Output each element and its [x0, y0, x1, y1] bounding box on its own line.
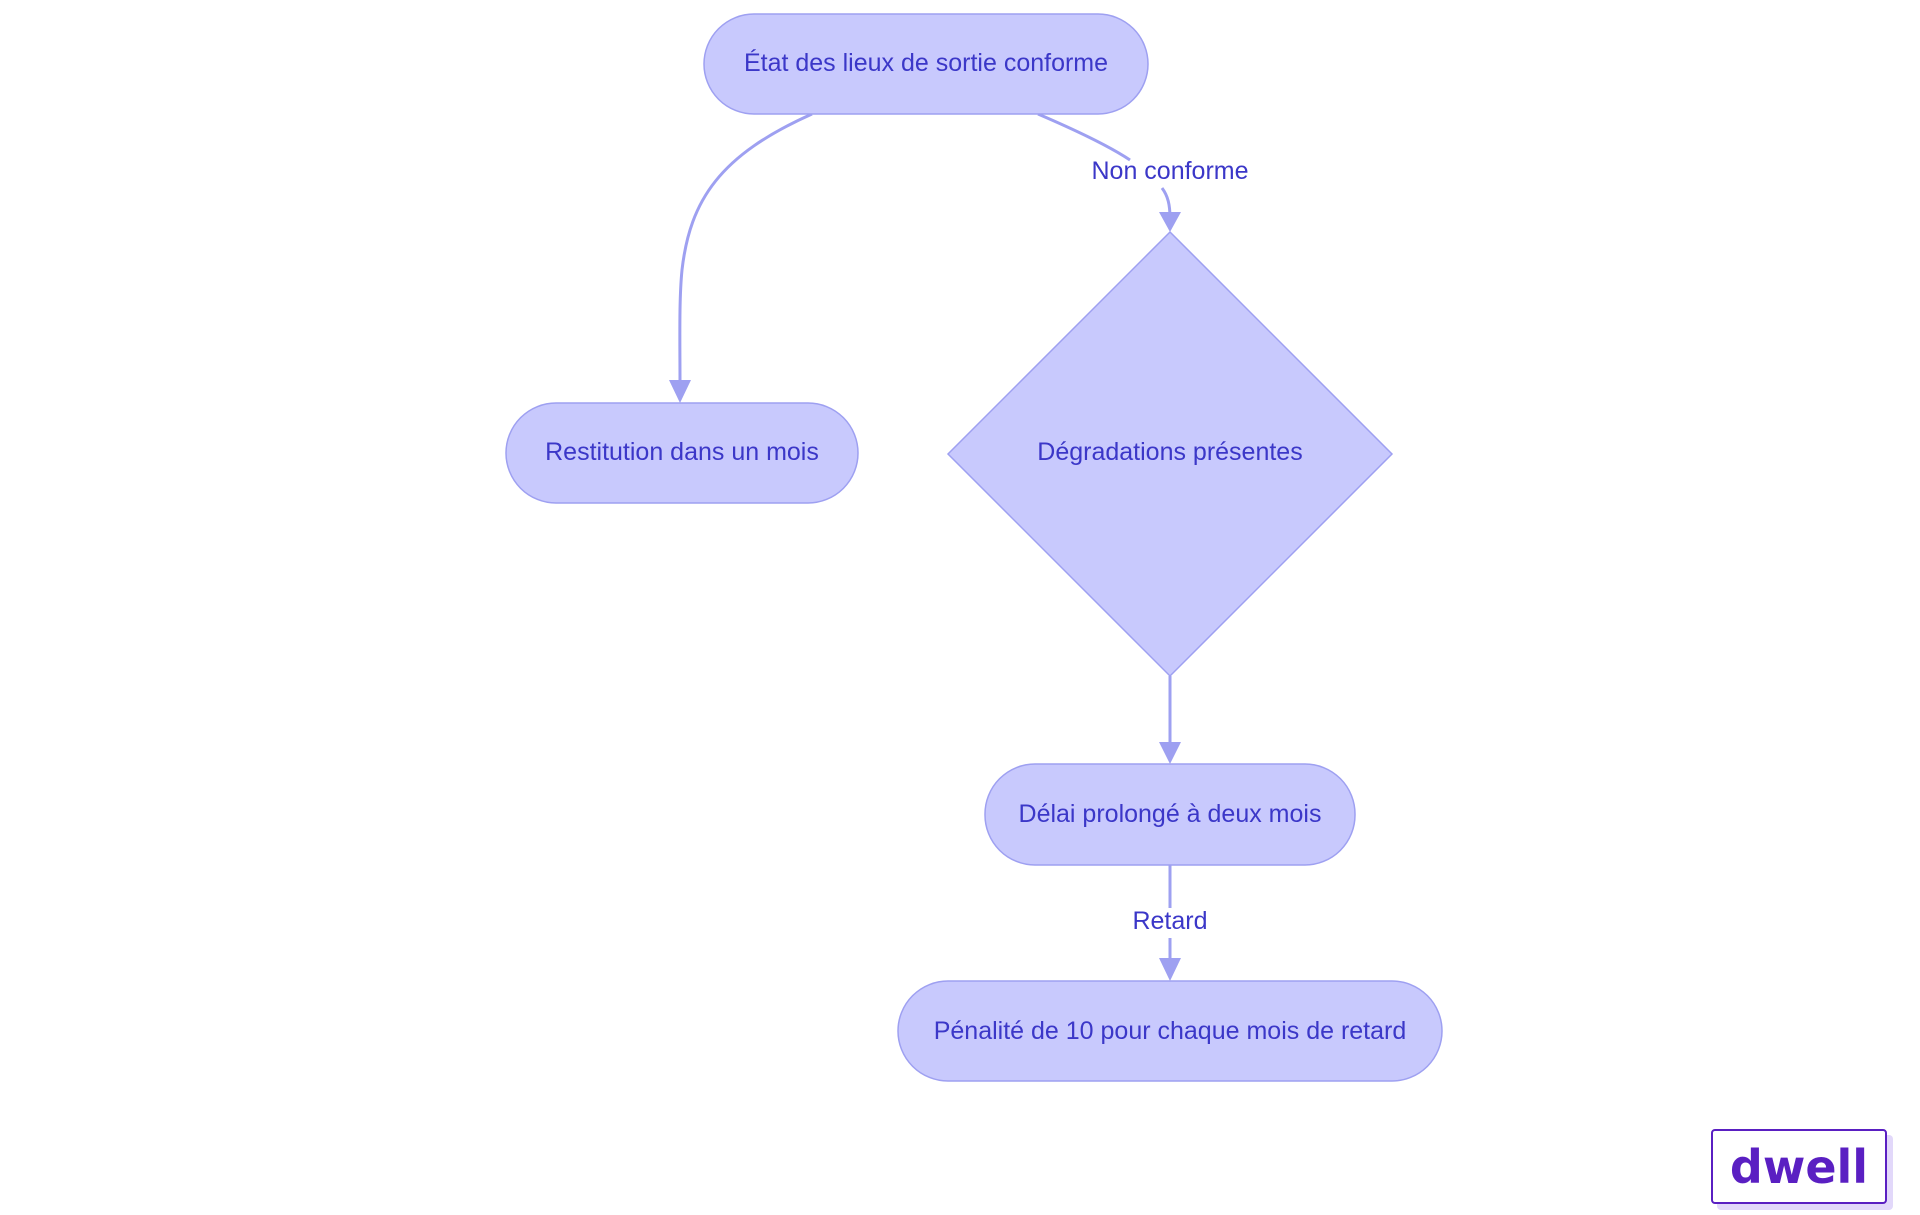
- arrowhead-degradations: [1159, 212, 1181, 232]
- arrowhead-penalite: [1159, 958, 1181, 981]
- dwell-logo-text: dwell: [1729, 1139, 1869, 1194]
- node-start: État des lieux de sortie conforme: [703, 13, 1149, 115]
- node-degradations-label: Dégradations présentes: [1037, 438, 1302, 466]
- edge-label-retard: Retard: [1132, 907, 1207, 935]
- arrowhead-restitution: [669, 380, 691, 403]
- node-restitution-label: Restitution dans un mois: [545, 438, 819, 466]
- node-degradations: Dégradations présentes: [946, 230, 1394, 678]
- node-delai-label: Délai prolongé à deux mois: [1019, 800, 1322, 828]
- edge-start-to-restitution: [678, 112, 813, 386]
- node-penalite: Pénalité de 10 pour chaque mois de retar…: [897, 980, 1443, 1082]
- arrowhead-delai: [1159, 742, 1181, 764]
- dwell-logo: dwell: [1711, 1129, 1887, 1204]
- node-delai: Délai prolongé à deux mois: [984, 763, 1356, 866]
- edge-label-non-conforme: Non conforme: [1091, 157, 1248, 185]
- node-start-label: État des lieux de sortie conforme: [744, 48, 1108, 77]
- node-restitution: Restitution dans un mois: [505, 402, 859, 504]
- node-penalite-label: Pénalité de 10 pour chaque mois de retar…: [934, 1017, 1407, 1045]
